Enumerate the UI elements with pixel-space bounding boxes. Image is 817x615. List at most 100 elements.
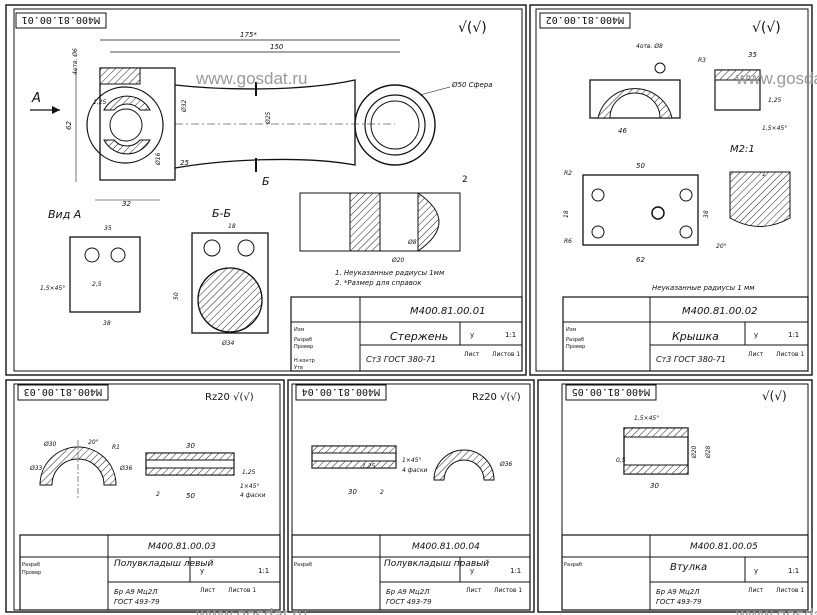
dim-62: 62 (65, 121, 73, 130)
dim-d30-3: Ø30 (43, 441, 57, 448)
dim-1: 1 (762, 171, 766, 178)
dim-125-4: 1,25 (362, 463, 376, 470)
dim-r6: R6 (564, 238, 572, 245)
dim-38-b: 38 (703, 210, 710, 218)
dim-35: 35 (104, 225, 112, 232)
title-code-2: М400.81.00.02 (682, 306, 757, 317)
lbl-razrab-3: Разраб (22, 562, 40, 568)
dim-d28-5: Ø28 (705, 445, 712, 459)
dim-20deg: 20° (716, 243, 727, 250)
part-name-2: Крышка (672, 330, 719, 343)
lbl-razrab-5: Разраб (564, 562, 582, 568)
dim-46: 46 (618, 127, 627, 135)
material2-3: ГОСТ 493-79 (114, 598, 160, 606)
scale-3: 1:1 (258, 567, 269, 575)
roughness-symbol-2: √(√) (752, 20, 781, 36)
dim-50: 50 (173, 292, 180, 300)
sheet-left-liner: М400.81.00.03 Rz20 √(√) Ø30 20° R1 Ø33 Ø… (5, 379, 285, 613)
sheet-rod: М400.81.00.01 √(√) 175* 150 Ø50 Сфера (5, 4, 527, 376)
sheet-code-rotated: М400.81.00.01 (22, 14, 100, 25)
lbl-razrab: Разраб (294, 337, 312, 343)
title-code-3: М400.81.00.03 (148, 542, 216, 552)
dim-d33-3: Ø33 (29, 465, 43, 472)
dim-05-5: 0,5 (616, 457, 626, 464)
title-block-3: М400.81.00.03 Полувкладыш левый у 1:1 Бр… (19, 534, 281, 611)
detail-scale: М2:1 (730, 144, 755, 155)
roughness-5: √(√) (762, 389, 787, 403)
dim-30-4: 30 (348, 488, 357, 496)
lbl-razrab-2: Разраб (566, 337, 584, 343)
dim-4ch-3: 4 фаски (240, 492, 265, 499)
dim-25: 25 (180, 159, 189, 167)
title-code-5: М400.81.00.05 (690, 542, 758, 552)
title-code: М400.81.00.01 (410, 306, 485, 317)
dim-sphere: Ø50 Сфера (451, 81, 493, 89)
dim-4holes-8: 4отв. Ø8 (636, 43, 663, 50)
dim-125-b: 1,25 (768, 97, 782, 104)
lists-label-4: Листов 1 (494, 587, 522, 594)
detail-roughness: 2 (462, 175, 468, 185)
scale: 1:1 (505, 331, 516, 339)
view-a: Вид А 35 38 1,5×45° 2,5 (40, 208, 141, 327)
dim-125-a: 1,25 (93, 99, 107, 106)
dim-d36-4: Ø36 (499, 461, 513, 468)
dim-r3: R3 (698, 57, 706, 64)
lists-label-3: Листов 1 (228, 587, 256, 594)
part-name-4: Полувкладыш правый (384, 559, 489, 569)
rod-section-detail: Ø8 Ø20 2 (299, 175, 468, 264)
lbl-prov-2: Провер (566, 344, 585, 350)
dim-18-b: 18 (563, 210, 570, 218)
view-arrow-a: А (31, 91, 41, 106)
lbl-utv: Утв (294, 365, 303, 371)
dim-18: 18 (228, 223, 236, 230)
list-label-3: Лист (200, 587, 216, 594)
title-code-4: М400.81.00.04 (412, 542, 480, 552)
lbl-izm-2: Изм (566, 327, 576, 333)
list-label-2: Лист (748, 351, 764, 358)
sheet-right-liner: М400.81.00.04 Rz20 √(√) 1,25 1×45° 4 фас… (287, 379, 535, 613)
section-mark-b: Б (262, 175, 270, 188)
part-name: Стержень (390, 330, 448, 343)
dim-2-3: 2 (156, 491, 160, 498)
scale-5: 1:1 (788, 567, 799, 575)
section-bb: Б-Б 18 50 Ø34 (173, 207, 269, 347)
lists-label-2: Листов 1 (776, 351, 804, 358)
lbl-prov-3: Провер (22, 570, 41, 576)
lit-5: у (754, 567, 758, 575)
sheet4-code-rotated: М400.81.00.04 (302, 386, 380, 397)
dim-r1-3: R1 (112, 444, 120, 451)
dim-38: 38 (103, 320, 111, 327)
sheet-bushing: М400.81.00.05 √(√) 1,5×45° 0,5 Ø20 Ø28 3… (537, 379, 813, 613)
title-block-4: М400.81.00.04 Полувкладыш правый у 1:1 Б… (291, 534, 531, 611)
dim-d20-5: Ø20 (691, 445, 698, 459)
title-block-2: М400.81.00.02 Крышка у 1:1 Ст3 ГОСТ 380-… (562, 296, 809, 372)
lit-2: у (754, 331, 758, 339)
dim-50-b: 50 (636, 162, 645, 170)
dim-d34: Ø34 (221, 340, 235, 347)
dim-2-4: 2 (380, 489, 384, 496)
dim-30-5: 30 (650, 482, 659, 490)
lbl-nkontr: Н.контр (294, 358, 315, 364)
cover-detail-m21: М2:1 1 (729, 144, 791, 227)
roughness-3: Rz20 √(√) (205, 392, 254, 403)
dim-chamfer-5: 1,5×45° (634, 415, 659, 422)
dim-175: 175* (240, 31, 257, 39)
dim-62-b: 62 (636, 256, 645, 264)
dim-4ch-4: 4 фаски (402, 467, 427, 474)
dim-r2: R2 (564, 170, 572, 177)
dim-chamfer-4: 1×45° (402, 457, 421, 464)
material2-4: ГОСТ 493-79 (386, 598, 432, 606)
dim-d28: Ø20 (391, 257, 405, 264)
title-block-1: М400.81.00.01 Стержень у 1:1 Ст3 ГОСТ 38… (290, 296, 523, 372)
dim-d16: Ø16 (155, 152, 162, 166)
material-5: Бр А9 Мц2Л (656, 588, 700, 596)
note-cover: Неуказанные радиусы 1 мм (652, 284, 755, 292)
cover-front-view: 4отв. Ø8 46 R3 35 1,5×45° 1,25 (589, 43, 787, 135)
lbl-prov: Провер (294, 344, 313, 350)
dim-35-b: 35 (748, 51, 757, 59)
scale-2: 1:1 (788, 331, 799, 339)
watermark-bottom-right: www.gosdat.ru (735, 605, 817, 615)
dim-chamfer-b: 1,5×45° (762, 125, 787, 132)
section-bb-label: Б-Б (212, 207, 231, 220)
